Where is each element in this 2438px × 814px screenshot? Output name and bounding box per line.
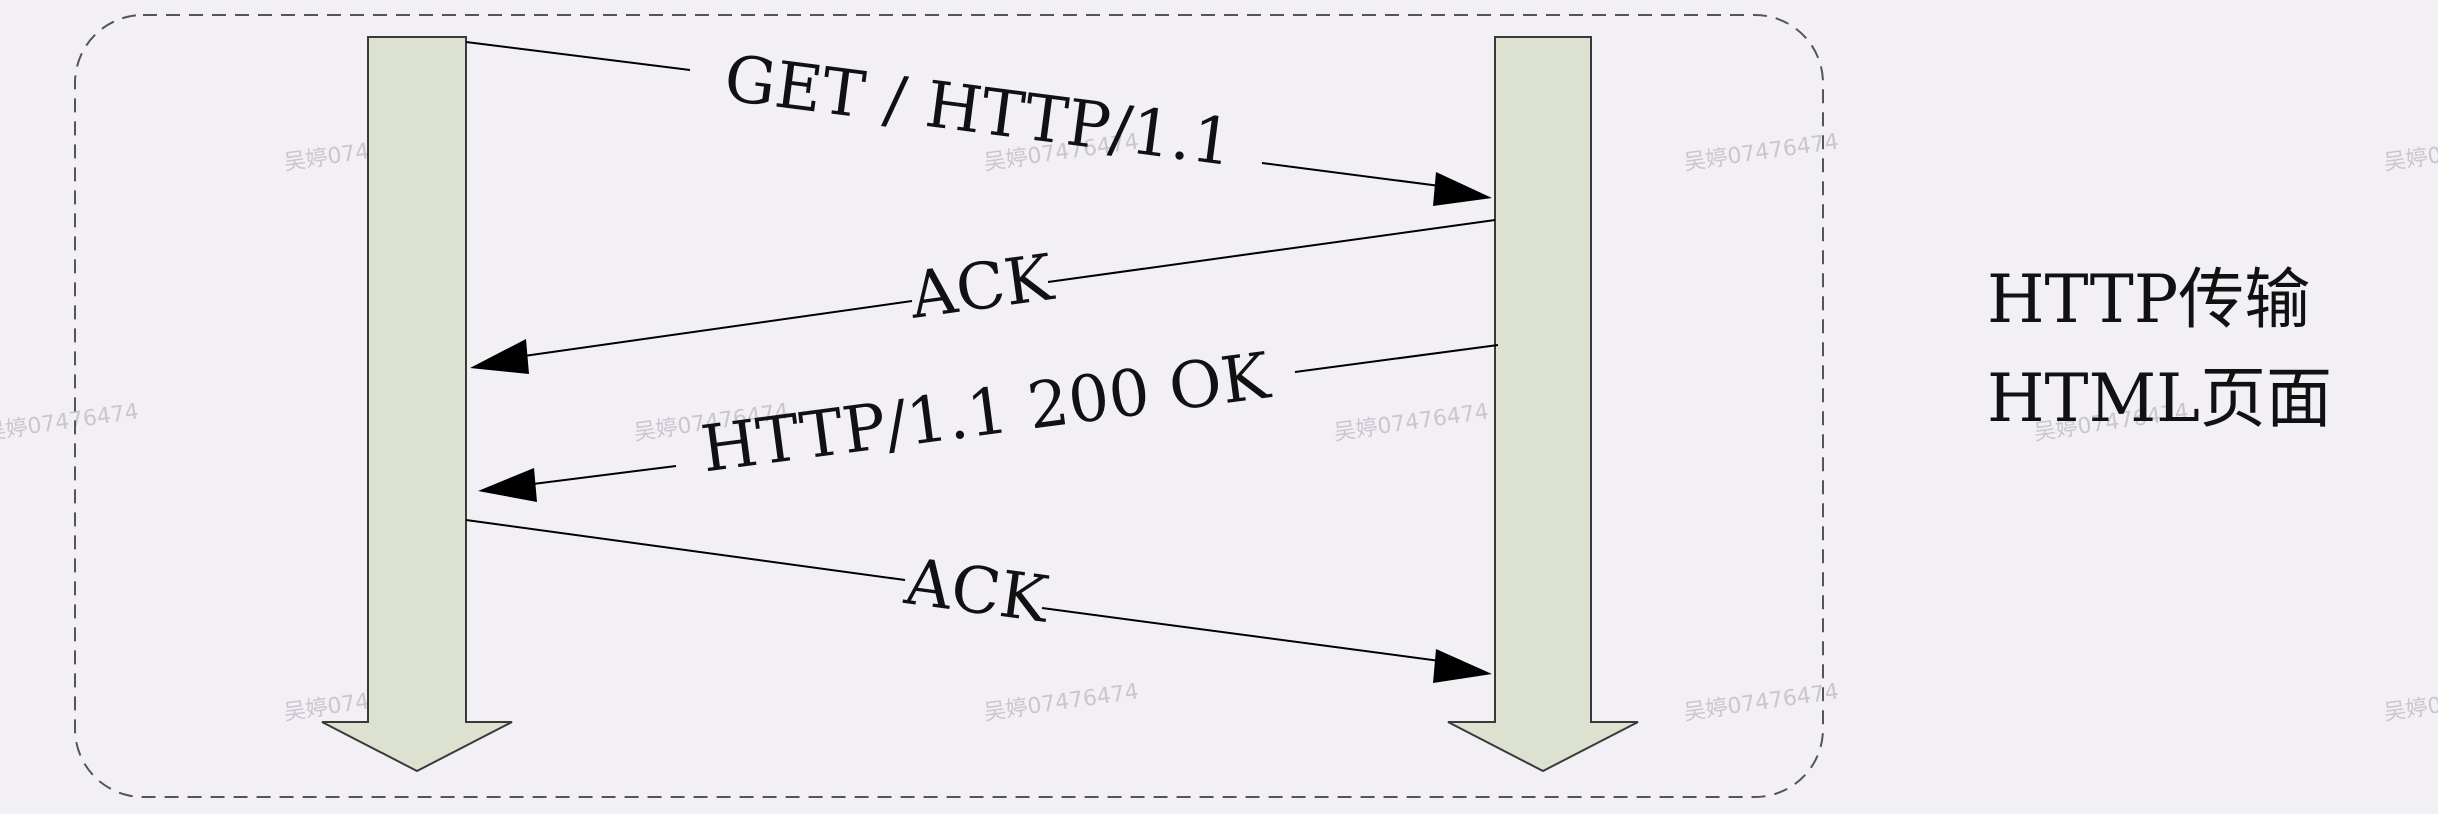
watermark-text: 吴婷07476474 [2382, 129, 2438, 175]
watermark-text: 吴婷07476474 [1682, 679, 1840, 725]
server-lifeline-arrow [1447, 36, 1639, 773]
arrowhead-right [1433, 649, 1492, 683]
arrowhead-left [478, 468, 537, 502]
dashed-frame [74, 14, 1824, 798]
message-label-ack-1: ACK [905, 241, 1059, 334]
caption-line-1: HTTP传输 [1987, 261, 2310, 338]
message-label-get: GET / HTTP/1.1 [720, 42, 1237, 181]
message-label-ack-2: ACK [900, 545, 1054, 638]
watermark-text: 吴婷07476474 [2382, 679, 2438, 725]
watermark-text: 吴婷07476474 [0, 399, 140, 445]
watermark-text: 吴婷07476474 [982, 679, 1140, 725]
watermark-text: 吴婷07476474 [1332, 399, 1490, 445]
arrowhead-left [470, 339, 529, 374]
client-lifeline-arrow [321, 36, 513, 773]
message-ack-1 [470, 219, 1496, 374]
watermark-text: 吴婷07476474 [1682, 129, 1840, 175]
message-get-request [465, 41, 1492, 206]
message-label-http-response: HTTP/1.1 200 OK [697, 339, 1275, 487]
message-ack-2 [465, 519, 1492, 683]
arrowhead-right [1433, 172, 1492, 206]
caption-line-2: HTML页面 [1987, 360, 2332, 437]
message-http-response [478, 344, 1499, 502]
